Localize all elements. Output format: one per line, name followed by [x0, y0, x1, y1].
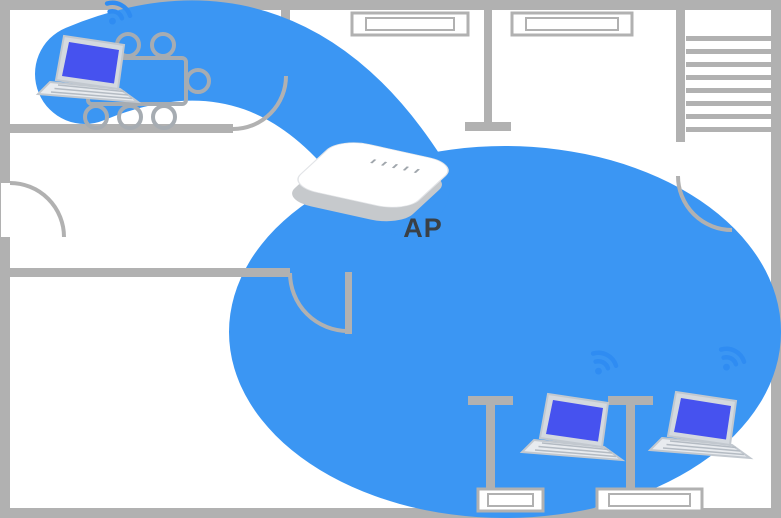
- wall-segment: [608, 396, 653, 405]
- ap-status-leds: [370, 159, 420, 174]
- interior-walls: [0, 0, 685, 508]
- ap-label: AP: [403, 213, 443, 243]
- stair-tread: [686, 62, 771, 67]
- door-leaf: [345, 272, 352, 334]
- wall-left: [0, 0, 10, 518]
- staircase: [686, 36, 771, 132]
- ap-top-face: [297, 142, 449, 208]
- wall-segment: [465, 122, 511, 131]
- wall-segment: [0, 268, 290, 277]
- stair-tread: [686, 127, 771, 132]
- stair-tread: [686, 101, 771, 106]
- chair: [83, 104, 109, 130]
- left-door-opening: [1, 183, 10, 237]
- stair-tread: [686, 75, 771, 80]
- door-arc-middle: [288, 272, 349, 333]
- wall-segment: [626, 400, 635, 508]
- window-bottom-right: [595, 487, 704, 513]
- wall-segment: [486, 400, 495, 508]
- door-arc-hall: [232, 75, 288, 131]
- wall-right: [771, 0, 781, 518]
- access-point: [292, 142, 449, 222]
- wall-top: [0, 0, 781, 10]
- window-bottom-left: [476, 487, 545, 513]
- window-top-left: [350, 11, 470, 37]
- chair: [151, 104, 177, 130]
- chair: [150, 32, 176, 58]
- wall-segment: [468, 396, 513, 405]
- door-arc-right: [676, 175, 733, 232]
- stair-tread: [686, 114, 771, 119]
- wall-segment: [484, 10, 492, 122]
- door-arc-left: [9, 181, 66, 238]
- windows: [350, 11, 704, 513]
- stair-tread: [686, 88, 771, 93]
- stair-tread: [686, 36, 771, 41]
- chair: [117, 104, 143, 130]
- window-top-right: [510, 11, 634, 37]
- wall-bottom: [0, 508, 781, 518]
- wall-segment: [0, 124, 233, 133]
- coverage-ellipse: [229, 146, 781, 518]
- door-arcs: [9, 75, 733, 333]
- stair-tread: [686, 49, 771, 54]
- chair: [185, 68, 211, 94]
- wall-segment: [676, 0, 685, 142]
